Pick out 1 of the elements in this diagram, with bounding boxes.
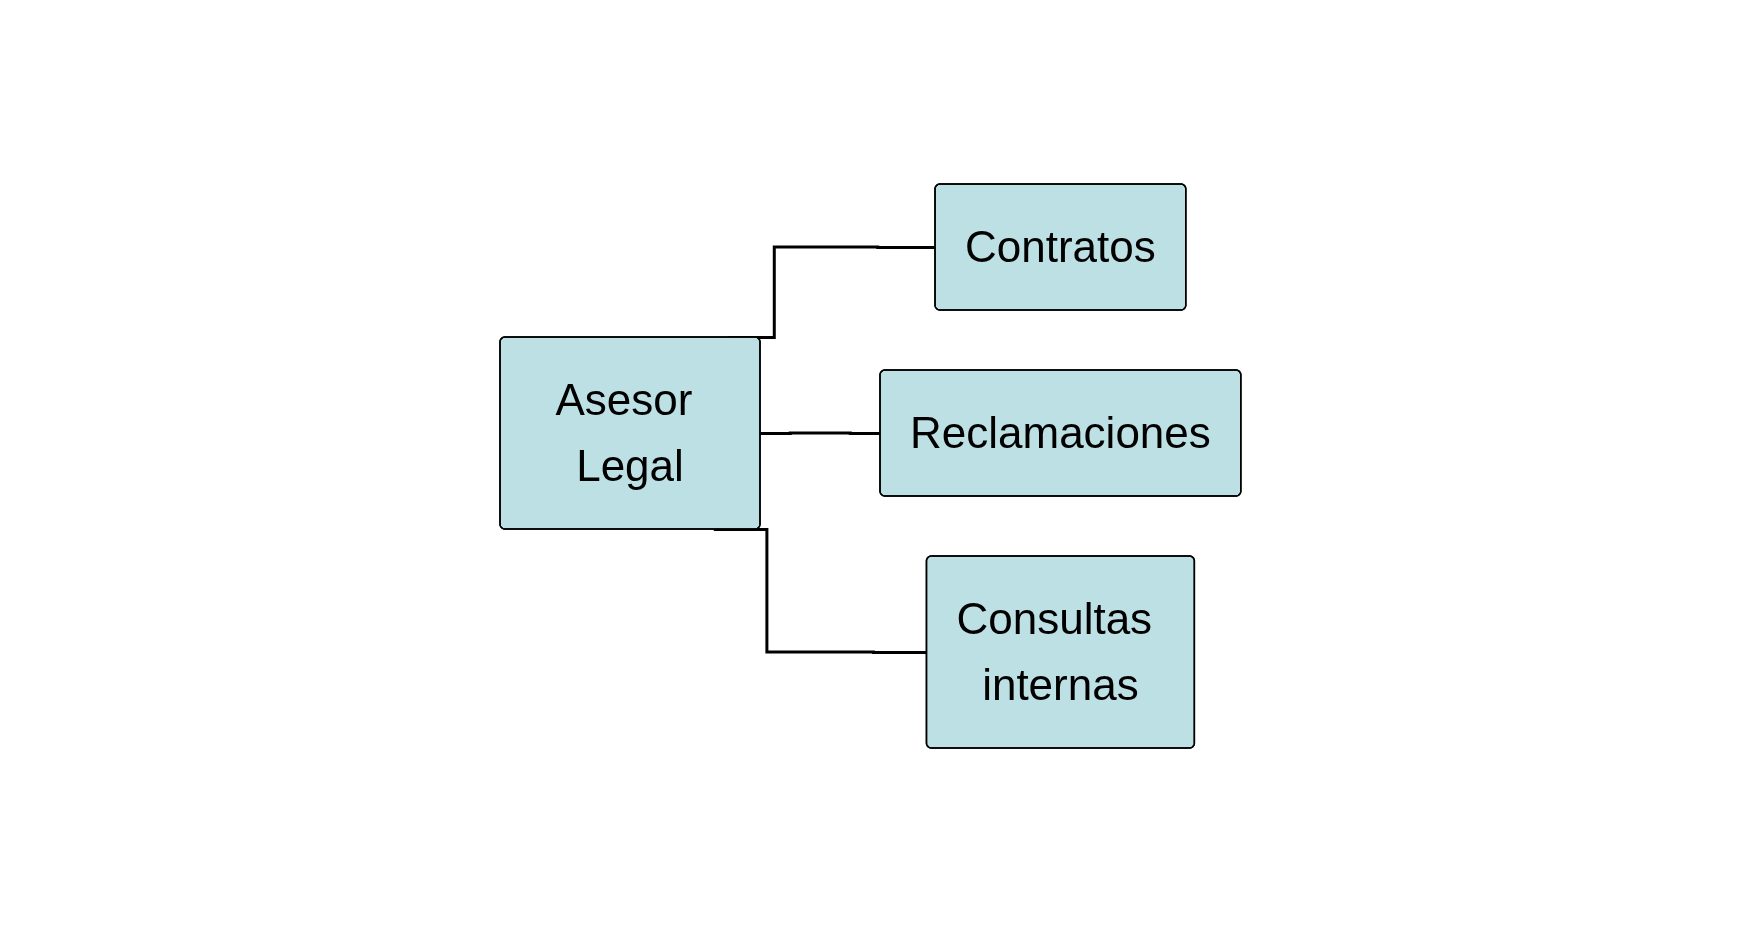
connector: [760, 431, 881, 435]
